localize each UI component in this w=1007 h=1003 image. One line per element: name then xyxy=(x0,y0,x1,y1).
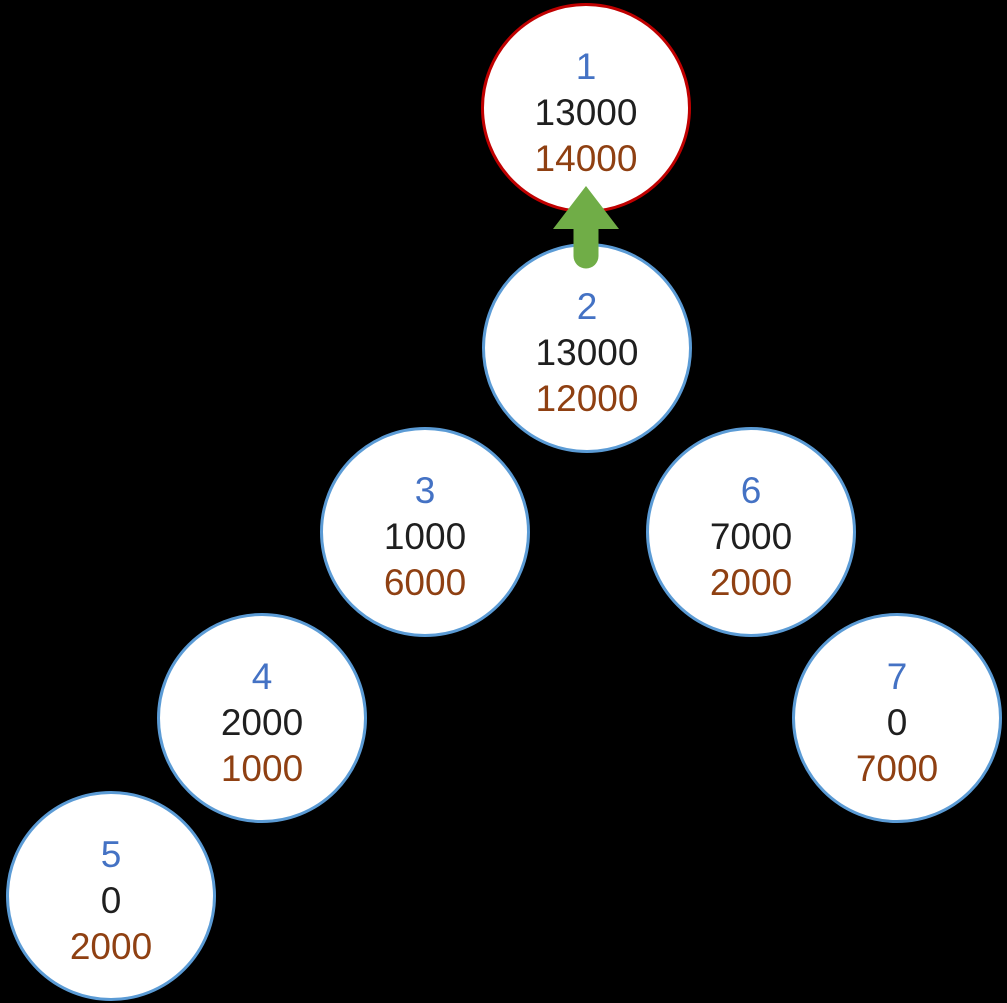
node-id: 6 xyxy=(740,470,762,511)
tree-node-3: 3 1000 6000 xyxy=(320,427,530,637)
node-value-primary: 13000 xyxy=(535,332,639,373)
node-id: 4 xyxy=(251,656,273,697)
node-value-secondary: 2000 xyxy=(69,926,153,967)
node-value-primary: 13000 xyxy=(534,92,638,133)
node-value-secondary: 2000 xyxy=(709,562,793,603)
node-value-secondary: 7000 xyxy=(855,748,939,789)
tree-node-4: 4 2000 1000 xyxy=(157,613,367,823)
node-value-secondary: 14000 xyxy=(534,138,638,179)
node-value-secondary: 1000 xyxy=(220,748,304,789)
tree-node-2: 2 13000 12000 xyxy=(482,243,692,453)
node-value-secondary: 6000 xyxy=(383,562,467,603)
node-value-primary: 2000 xyxy=(220,702,304,743)
node-value-primary: 1000 xyxy=(383,516,467,557)
tree-node-1: 1 13000 14000 xyxy=(481,3,691,213)
node-id: 2 xyxy=(576,286,598,327)
node-value-secondary: 12000 xyxy=(535,378,639,419)
tree-node-6: 6 7000 2000 xyxy=(646,427,856,637)
node-id: 3 xyxy=(414,470,436,511)
node-id: 1 xyxy=(575,46,597,87)
node-id: 7 xyxy=(886,656,908,697)
tree-node-7: 7 0 7000 xyxy=(792,613,1002,823)
node-id: 5 xyxy=(100,834,122,875)
node-value-primary: 0 xyxy=(100,880,122,921)
node-value-primary: 7000 xyxy=(709,516,793,557)
tree-node-5: 5 0 2000 xyxy=(6,791,216,1001)
node-value-primary: 0 xyxy=(886,702,908,743)
